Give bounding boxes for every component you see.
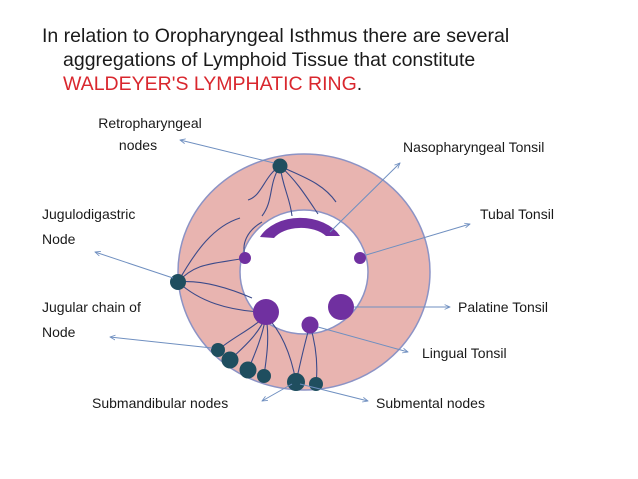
jugulodigastric-node [170, 274, 186, 290]
label-jugular-chain-line2: Node [42, 324, 76, 340]
pharyngeal-ring [177, 153, 431, 391]
palatine-tonsil-right [328, 294, 354, 320]
label-submental-nodes: Submental nodes [376, 395, 485, 411]
palatine-tonsil-left [253, 299, 279, 325]
submandibular-node-4 [257, 369, 271, 383]
label-nasopharyngeal-tonsil: Nasopharyngeal Tonsil [403, 139, 544, 155]
lingual-tonsil [301, 316, 319, 334]
tubal-tonsil-right [354, 252, 366, 264]
label-retropharyngeal-line2: nodes [119, 137, 157, 153]
label-tubal-tonsil: Tubal Tonsil [480, 206, 554, 222]
heading-highlight: WALDEYER'S LYMPHATIC RING [63, 73, 357, 95]
label-lingual-tonsil: Lingual Tonsil [422, 345, 507, 361]
submandibular-node-1 [211, 343, 225, 357]
submandibular-node-3 [239, 361, 257, 379]
slide-heading: In relation to Oropharyngeal Isthmus the… [42, 24, 622, 96]
nasopharyngeal-tonsil [260, 217, 340, 238]
submental-node-1 [287, 373, 305, 391]
submandibular-node-2 [221, 351, 239, 369]
pointer-lines [95, 140, 470, 401]
label-jugular-chain-line1: Jugular chain of [42, 299, 141, 315]
label-submandibular-nodes: Submandibular nodes [92, 395, 228, 411]
label-palatine-tonsil: Palatine Tonsil [458, 299, 548, 315]
heading-line-3: WALDEYER'S LYMPHATIC RING. [42, 72, 622, 96]
label-jugulodigastric-line2: Node [42, 231, 76, 247]
label-jugulodigastric-line1: Jugulodigastric [42, 206, 135, 222]
heading-line-1: In relation to Oropharyngeal Isthmus the… [42, 25, 510, 47]
retropharyngeal-node [272, 158, 288, 174]
heading-line-2: aggregations of Lymphoid Tissue that con… [63, 49, 476, 71]
heading-period: . [356, 73, 363, 95]
tubal-tonsil-left [239, 252, 251, 264]
label-retropharyngeal-line1: Retropharyngeal [98, 115, 202, 131]
